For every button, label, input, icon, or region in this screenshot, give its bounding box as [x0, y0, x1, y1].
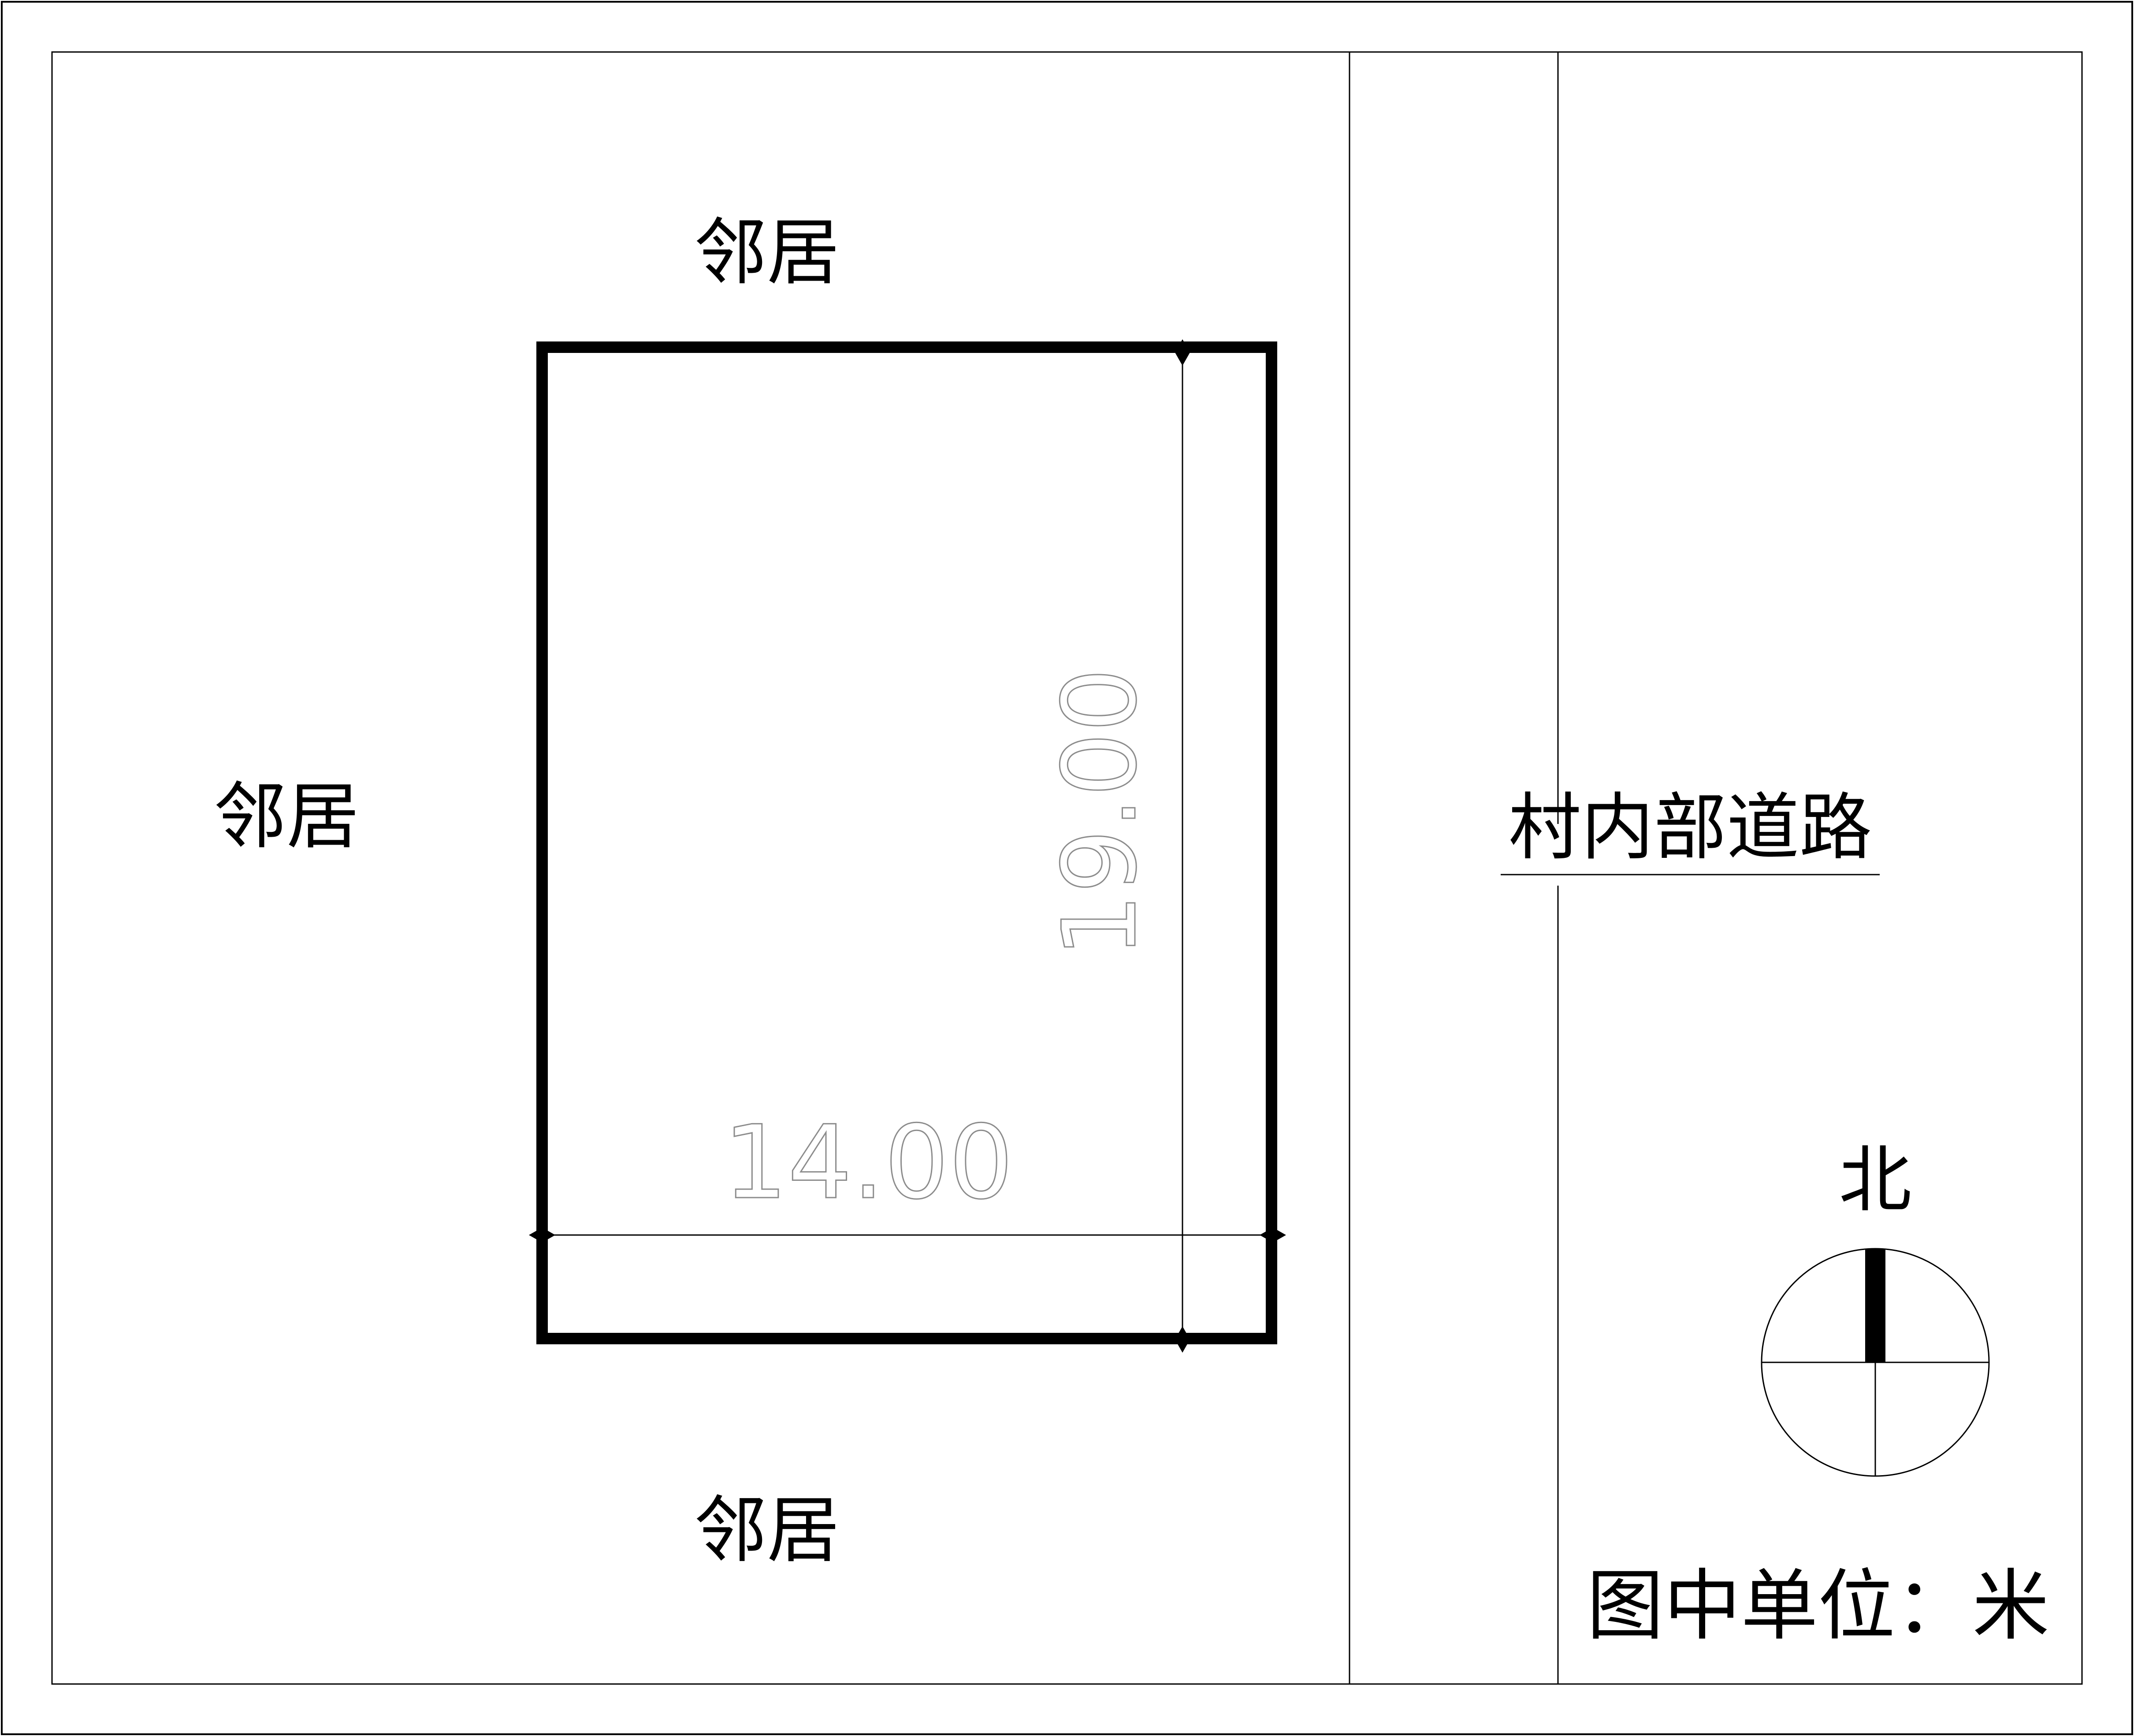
neighbor-west-label: 邻居	[214, 774, 359, 859]
unit-note: 图中单位：米	[1587, 1562, 2049, 1651]
tick-length-top	[1175, 339, 1190, 366]
plot-boundary	[536, 341, 1277, 1344]
tick-width-left	[529, 1228, 555, 1243]
tick-width-right	[1260, 1228, 1286, 1243]
north-arrow-pointer	[1865, 1249, 1885, 1362]
north-label: 北	[1839, 1138, 1912, 1222]
width-dimension-text: 14.00	[723, 1104, 1013, 1222]
neighbor-south-label: 邻居	[694, 1488, 840, 1573]
neighbor-north-label: 邻居	[694, 210, 840, 295]
drawing-frame	[51, 51, 2083, 1685]
tick-length-bottom	[1175, 1326, 1190, 1353]
dimension-ticks	[529, 339, 1286, 1353]
road-label: 村内部道路	[1509, 785, 1872, 870]
length-dimension-text: 19.00	[1041, 668, 1159, 958]
north-arrow: 北	[1761, 1138, 1990, 1477]
